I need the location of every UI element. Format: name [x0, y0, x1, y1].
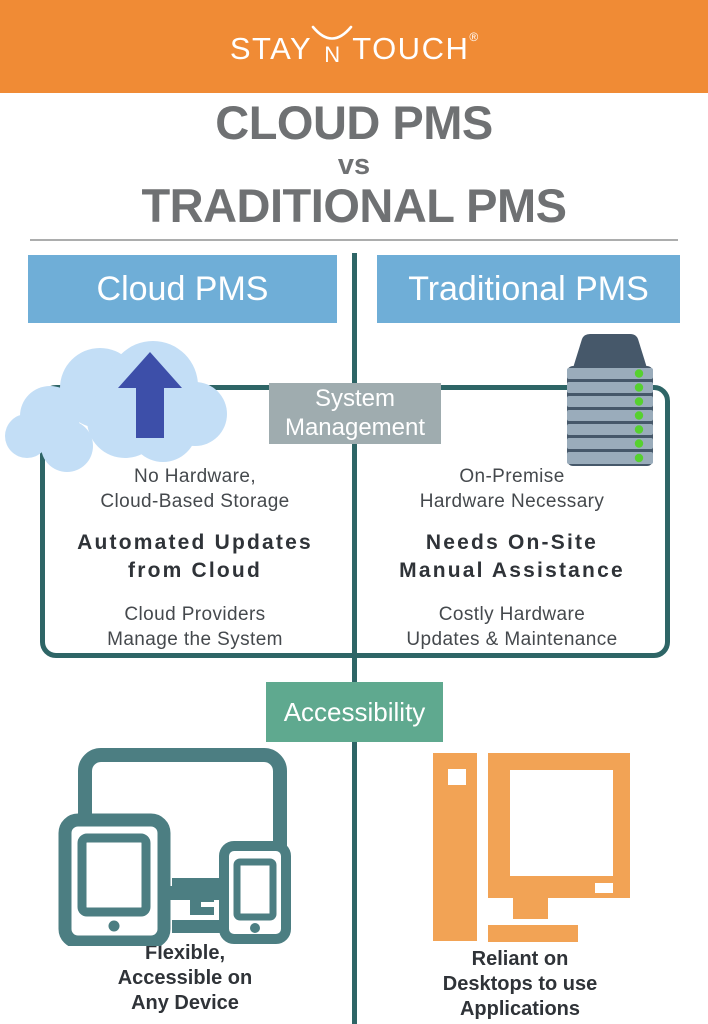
traditional-point-hardware: On-Premise Hardware Necessary [419, 466, 605, 513]
cloud-point-providers: Cloud Providers Manage the System [107, 603, 283, 650]
registered-mark-icon: ® [469, 29, 479, 44]
cloud-point-updates: Automated Updates from Cloud [77, 531, 313, 582]
system-management-label: System Management [269, 383, 441, 444]
cloud-accessibility-caption: Flexible, Accessible on Any Device [117, 942, 253, 1014]
tablet-icon [58, 813, 171, 946]
center-divider-line [352, 253, 357, 1024]
header-bar: STAY N TOUCH ® [0, 0, 708, 93]
page-title: CLOUD PMS vs TRADITIONAL PMS [0, 96, 708, 233]
cloud-system-management-points: No Hardware, Cloud-Based Storage Automat… [45, 464, 345, 667]
logo-n-mark: N [311, 21, 353, 73]
server-rack-icon [567, 334, 653, 466]
traditional-system-management-points: On-Premise Hardware Necessary Needs On-S… [362, 464, 662, 667]
logo-text-touch: TOUCH [352, 30, 470, 66]
cloud-point-hardware: No Hardware, Cloud-Based Storage [100, 466, 290, 513]
smartphone-icon [219, 841, 291, 944]
cloud-pms-column-header: Cloud PMS [28, 255, 337, 323]
logo-text-n: N [324, 41, 341, 67]
title-line-3: TRADITIONAL PMS [141, 179, 567, 233]
system-management-label-line-1: System [314, 385, 395, 413]
stayntouch-logo: STAY N TOUCH ® [230, 21, 478, 73]
logo-smile-icon [311, 25, 353, 40]
accessibility-label: Accessibility [266, 682, 443, 742]
title-line-2: vs [337, 148, 371, 181]
traditional-pms-column-header: Traditional PMS [377, 255, 680, 323]
traditional-accessibility-caption: Reliant on Desktops to use Applications [442, 948, 598, 1020]
logo-text-stay: STAY [229, 30, 313, 66]
title-line-1: CLOUD PMS [215, 96, 493, 149]
cloud-upload-icon [5, 341, 227, 472]
desktop-computer-icon [433, 753, 630, 942]
server-led-lights [634, 369, 644, 463]
traditional-point-assistance: Needs On-Site Manual Assistance [399, 531, 625, 582]
multi-device-icon [58, 748, 291, 946]
title-divider-rule [30, 239, 678, 241]
system-management-label-line-2: Management [284, 413, 426, 441]
traditional-point-maintenance: Costly Hardware Updates & Maintenance [406, 603, 618, 650]
upload-arrow-icon [118, 352, 182, 438]
